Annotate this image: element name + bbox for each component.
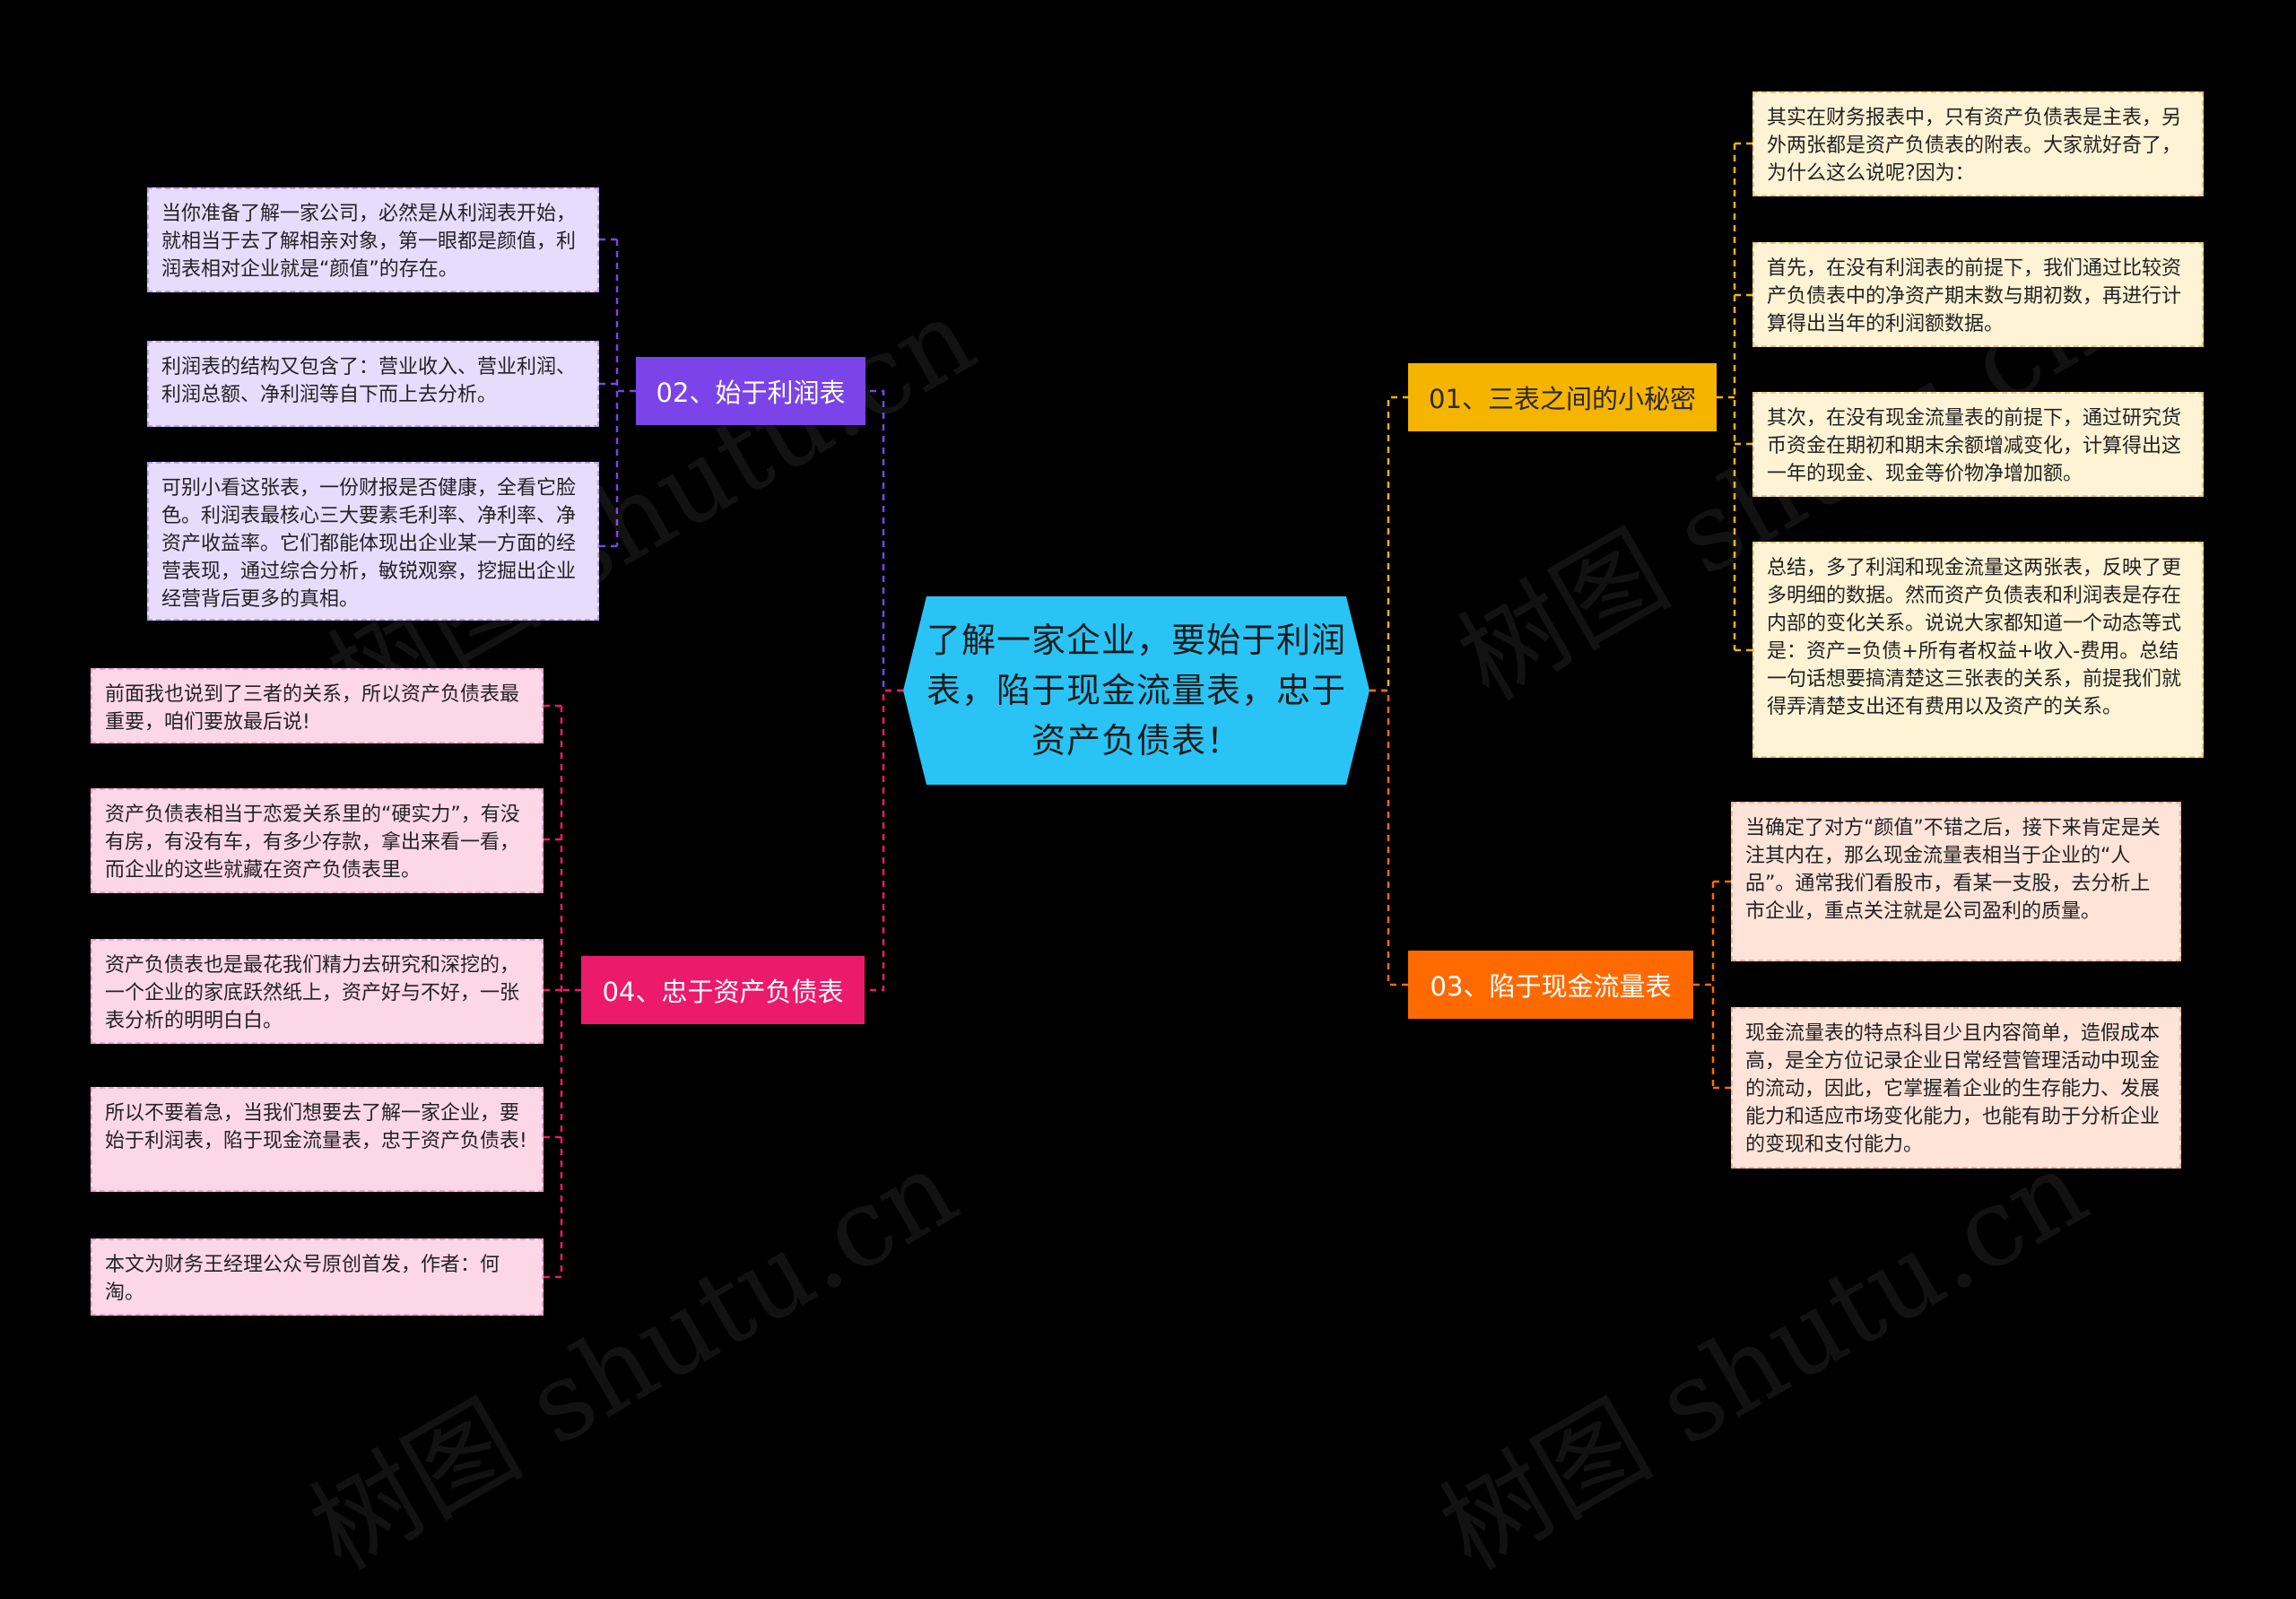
note-t2-3[interactable]: 可别小看这张表，一份财报是否健康，全看它脸色。利润表最核心三大要素毛利率、净利率…: [147, 462, 599, 621]
note-t3-2[interactable]: 现金流量表的特点科目少且内容简单，造假成本高，是全方位记录企业日常经营管理活动中…: [1731, 1007, 2181, 1169]
topic-02-income-statement[interactable]: 02、始于利润表: [636, 357, 865, 425]
note-t2-2[interactable]: 利润表的结构又包含了：营业收入、营业利润、利润总额、净利润等自下而上去分析。: [147, 341, 599, 427]
connector-root-t3: [1370, 689, 1408, 986]
topic-01-secret[interactable]: 01、三表之间的小秘密: [1408, 363, 1717, 431]
connector-root-t1: [1370, 395, 1408, 692]
root-node[interactable]: 了解一家企业，要始于利润表，陷于现金流量表，忠于资产负债表！: [903, 596, 1370, 785]
note-t4-4[interactable]: 所以不要着急，当我们想要去了解一家企业，要始于利润表，陷于现金流量表，忠于资产负…: [91, 1087, 544, 1192]
note-t1-3[interactable]: 其次，在没有现金流量表的前提下，通过研究货币资金在期初和期末余额增减变化，计算得…: [1752, 392, 2204, 497]
root-node-text: 了解一家企业，要始于利润表，陷于现金流量表，忠于资产负债表！: [926, 621, 1346, 760]
connector-t2-notes: [599, 238, 636, 548]
note-t3-1[interactable]: 当确定了对方“颜值”不错之后，接下来肯定是关注其内在，那么现金流量表相当于企业的…: [1731, 802, 2181, 961]
connector-root-t4: [865, 689, 903, 992]
note-t4-5[interactable]: 本文为财务王经理公众号原创首发，作者：何淘。: [91, 1238, 544, 1316]
note-t4-2[interactable]: 资产负债表相当于恋爱关系里的“硬实力”，有没有房，有没有车，有多少存款，拿出来看…: [91, 788, 544, 893]
note-t1-1[interactable]: 其实在财务报表中，只有资产负债表是主表，另外两张都是资产负债表的附表。大家就好奇…: [1752, 91, 2204, 196]
topic-03-cash-flow[interactable]: 03、陷于现金流量表: [1408, 951, 1693, 1019]
connector-root-t2: [865, 389, 903, 692]
connector-lines: [544, 142, 1752, 1279]
connector-t1-notes: [1717, 142, 1752, 652]
note-t4-3[interactable]: 资产负债表也是最花我们精力去研究和深挖的，一个企业的家底跃然纸上，资产好与不好，…: [91, 939, 544, 1044]
connector-t4-notes: [544, 704, 581, 1279]
note-t4-1[interactable]: 前面我也说到了三者的关系，所以资产负债表最重要，咱们要放最后说!: [91, 668, 544, 743]
connector-t3-notes: [1693, 880, 1731, 1090]
note-t1-4[interactable]: 总结，多了利润和现金流量这两张表，反映了更多明细的数据。然而资产负债表和利润表是…: [1752, 542, 2204, 758]
note-t1-2[interactable]: 首先，在没有利润表的前提下，我们通过比较资产负债表中的净资产期末数与期初数，再进…: [1752, 242, 2204, 347]
note-t2-1[interactable]: 当你准备了解一家公司，必然是从利润表开始，就相当于去了解相亲对象，第一眼都是颜值…: [147, 187, 599, 292]
topic-04-balance-sheet[interactable]: 04、忠于资产负债表: [581, 956, 865, 1024]
